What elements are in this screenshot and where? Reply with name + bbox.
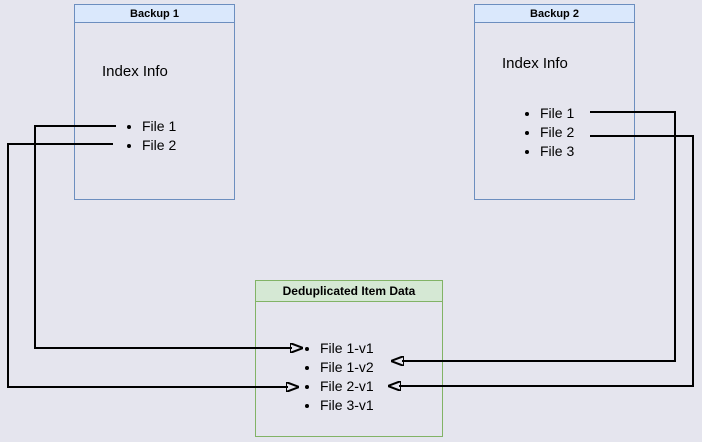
backup2-index-label: Index Info [502,55,568,72]
backup1-index-label: Index Info [102,63,168,80]
backup1-title: Backup 1 [75,5,234,23]
backup2-title: Backup 2 [475,5,634,23]
backup1-box: Backup 1 Index Info File 1 File 2 [74,4,235,200]
dedup-item-list: File 1-v1 File 1-v2 File 2-v1 File 3-v1 [256,339,374,415]
dedup-item-file2-v1: File 2-v1 [320,377,374,396]
backup2-file-3: File 3 [540,142,574,161]
backup1-file-1: File 1 [142,117,176,136]
dedup-item-file1-v2: File 1-v2 [320,358,374,377]
dedup-item-file3-v1: File 3-v1 [320,396,374,415]
backup2-box: Backup 2 Index Info File 1 File 2 File 3 [474,4,635,200]
dedup-item-file1-v1: File 1-v1 [320,339,374,358]
backup2-file-1: File 1 [540,104,574,123]
dedup-box: Deduplicated Item Data File 1-v1 File 1-… [255,280,443,437]
backup1-file-list: File 1 File 2 [75,117,176,155]
backup2-file-2: File 2 [540,123,574,142]
backup1-file-2: File 2 [142,136,176,155]
backup2-file-list: File 1 File 2 File 3 [475,104,574,161]
dedup-title: Deduplicated Item Data [256,281,442,302]
